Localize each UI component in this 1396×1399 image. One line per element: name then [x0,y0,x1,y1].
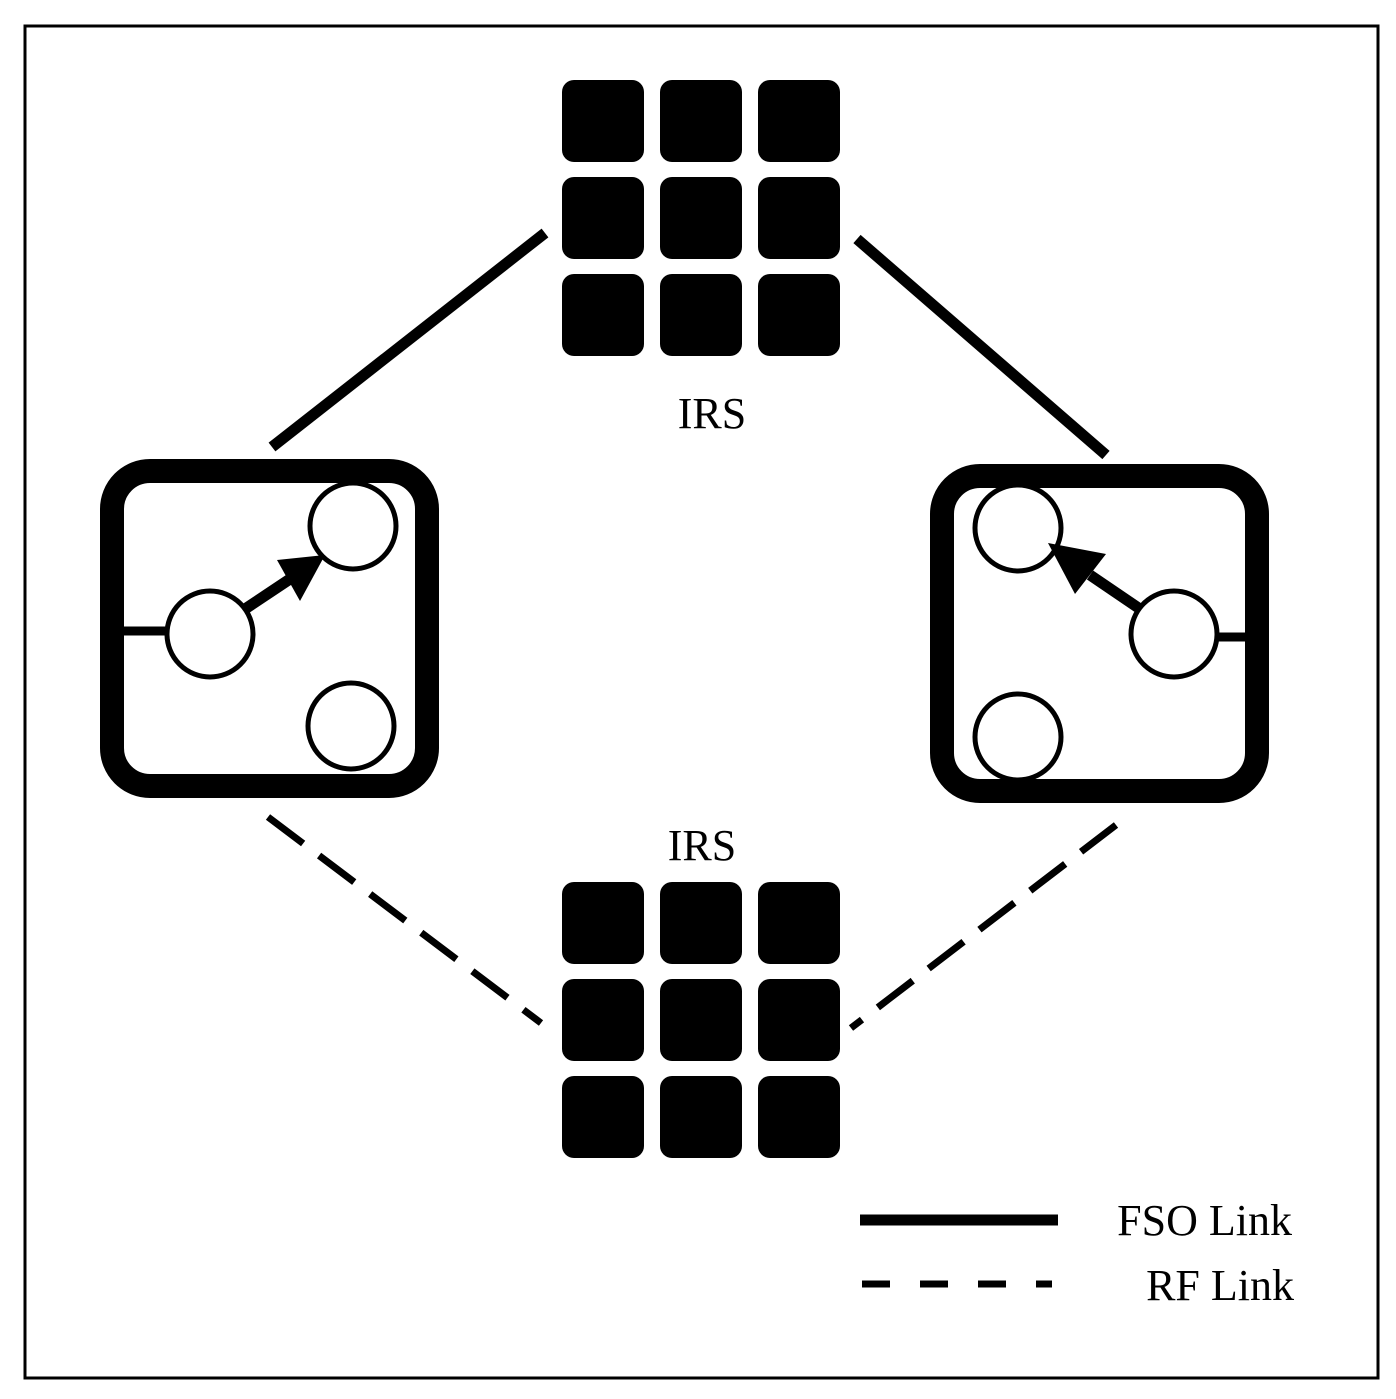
right-node-arrow-head [1048,543,1106,594]
fso-link-left [268,228,549,452]
irs-element [562,80,644,162]
irs-bottom-label: IRS [668,821,736,870]
right-node [930,464,1269,803]
rf-link-left [265,814,544,1026]
irs-element [562,979,644,1061]
outer-frame [23,24,1380,1380]
irs-element [758,177,840,259]
left-node-lower-circle [305,680,397,772]
right-node-source-circle [1128,588,1220,680]
irs-element [562,177,644,259]
left-node-arrow-head [277,555,325,601]
fso-link-right [853,234,1110,460]
irs-element [562,882,644,964]
irs-top-panel [562,80,840,356]
irs-element [758,1076,840,1158]
left-node-source-circle [164,588,256,680]
rf-link-right [848,822,1119,1031]
irs-element [660,882,742,964]
irs-element [660,274,742,356]
irs-element [660,80,742,162]
right-node-upper-circle [972,482,1064,574]
irs-element [660,979,742,1061]
left-node-box [100,459,439,798]
irs-element [660,177,742,259]
irs-element [758,80,840,162]
left-node [100,459,439,798]
irs-element [758,882,840,964]
legend: FSO Link RF Link [860,1196,1294,1310]
right-node-box [930,464,1269,803]
irs-element [562,274,644,356]
irs-top-label: IRS [678,389,746,438]
irs-element [758,274,840,356]
irs-element [660,1076,742,1158]
legend-fso-label: FSO Link [1117,1196,1292,1245]
right-node-arrow-shaft [1086,570,1144,614]
irs-element [758,979,840,1061]
right-node-lower-circle [972,691,1064,783]
left-node-upper-circle [307,480,399,572]
legend-rf-label: RF Link [1146,1261,1294,1310]
irs-element [562,1076,644,1158]
irs-bottom-panel [562,882,840,1158]
left-node-arrow-shaft [241,572,297,614]
